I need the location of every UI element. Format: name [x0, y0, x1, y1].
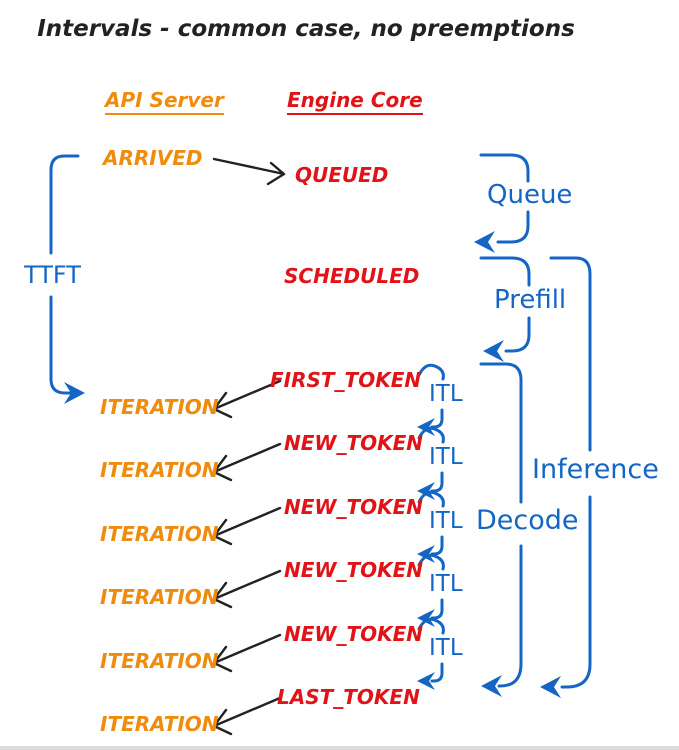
- event-iteration: ITERATION: [100, 649, 219, 673]
- event-scheduled: SCHEDULED: [284, 264, 420, 288]
- event-new-token: NEW_TOKEN: [284, 431, 424, 455]
- event-new-token: NEW_TOKEN: [284, 495, 424, 519]
- inference-arrowhead: [540, 676, 561, 698]
- interval-label-queue: Queue: [487, 180, 573, 210]
- itl-loop-line: [430, 535, 444, 556]
- diagram-title: Intervals - common case, no preemptions: [37, 16, 575, 42]
- queue-bracket-top: [479, 153, 530, 183]
- event-iteration: ITERATION: [100, 395, 219, 419]
- itl-loop-line: [430, 471, 444, 493]
- inference-bracket-bottom: [560, 495, 592, 689]
- interval-label-itl: ITL: [429, 381, 463, 407]
- queue-bracket-bottom: [496, 210, 530, 244]
- token-to-iteration-arrow: [212, 442, 282, 482]
- ttft-bracket-bottom: [49, 295, 72, 395]
- ttft-arrowhead: [64, 382, 85, 404]
- queue-arrowhead: [474, 231, 495, 253]
- prefill-bracket-top: [479, 256, 531, 287]
- token-to-iteration-arrow: [212, 633, 282, 673]
- interval-label-ttft: TTFT: [24, 261, 81, 289]
- itl-loop-line: [430, 598, 444, 620]
- interval-label-itl: ITL: [429, 571, 463, 597]
- inference-bracket-top: [549, 256, 592, 452]
- itl-loop-arrowhead: [417, 482, 435, 500]
- column-header-api-server: API Server: [105, 88, 224, 115]
- decode-bracket-top: [479, 362, 523, 504]
- token-to-iteration-arrow: [212, 506, 282, 546]
- token-to-iteration-arrow: [212, 696, 282, 736]
- event-first-token: FIRST_TOKEN: [270, 368, 422, 392]
- window-bottom-edge: [0, 746, 679, 750]
- itl-loop-arrowhead: [417, 545, 435, 563]
- interval-label-itl: ITL: [429, 508, 463, 534]
- itl-start-arc: [417, 617, 445, 635]
- interval-label-itl: ITL: [429, 635, 463, 661]
- column-header-engine-core: Engine Core: [287, 88, 423, 115]
- prefill-arrowhead: [483, 340, 504, 362]
- ttft-bracket-top: [49, 154, 80, 255]
- decode-arrowhead: [481, 675, 502, 697]
- event-new-token: NEW_TOKEN: [284, 622, 424, 646]
- decode-bracket-bottom: [497, 544, 523, 688]
- event-last-token: LAST_TOKEN: [277, 685, 420, 709]
- arrived-to-queued-arrow: [212, 157, 286, 186]
- event-new-token: NEW_TOKEN: [284, 558, 424, 582]
- event-queued: QUEUED: [295, 163, 389, 187]
- event-iteration: ITERATION: [100, 522, 219, 546]
- interval-label-itl: ITL: [429, 444, 463, 470]
- event-iteration: ITERATION: [100, 585, 219, 609]
- interval-label-decode: Decode: [476, 505, 579, 536]
- itl-loop-line: [430, 408, 444, 429]
- itl-start-arc: [417, 490, 445, 508]
- event-iteration: ITERATION: [100, 458, 219, 482]
- interval-label-inference: Inference: [532, 454, 659, 485]
- event-arrived: ARRIVED: [103, 146, 203, 170]
- itl-start-arc: [417, 363, 445, 381]
- itl-loop-arrowhead: [417, 418, 435, 436]
- prefill-bracket-bottom: [504, 316, 531, 353]
- token-to-iteration-arrow: [212, 569, 282, 609]
- itl-loop-line: [430, 662, 444, 683]
- token-to-iteration-arrow: [212, 379, 282, 419]
- interval-label-prefill: Prefill: [494, 285, 567, 315]
- itl-start-arc: [417, 426, 445, 444]
- event-iteration: ITERATION: [100, 712, 219, 736]
- itl-loop-arrowhead: [417, 609, 435, 627]
- itl-loop-arrowhead: [417, 672, 435, 690]
- itl-start-arc: [417, 553, 445, 571]
